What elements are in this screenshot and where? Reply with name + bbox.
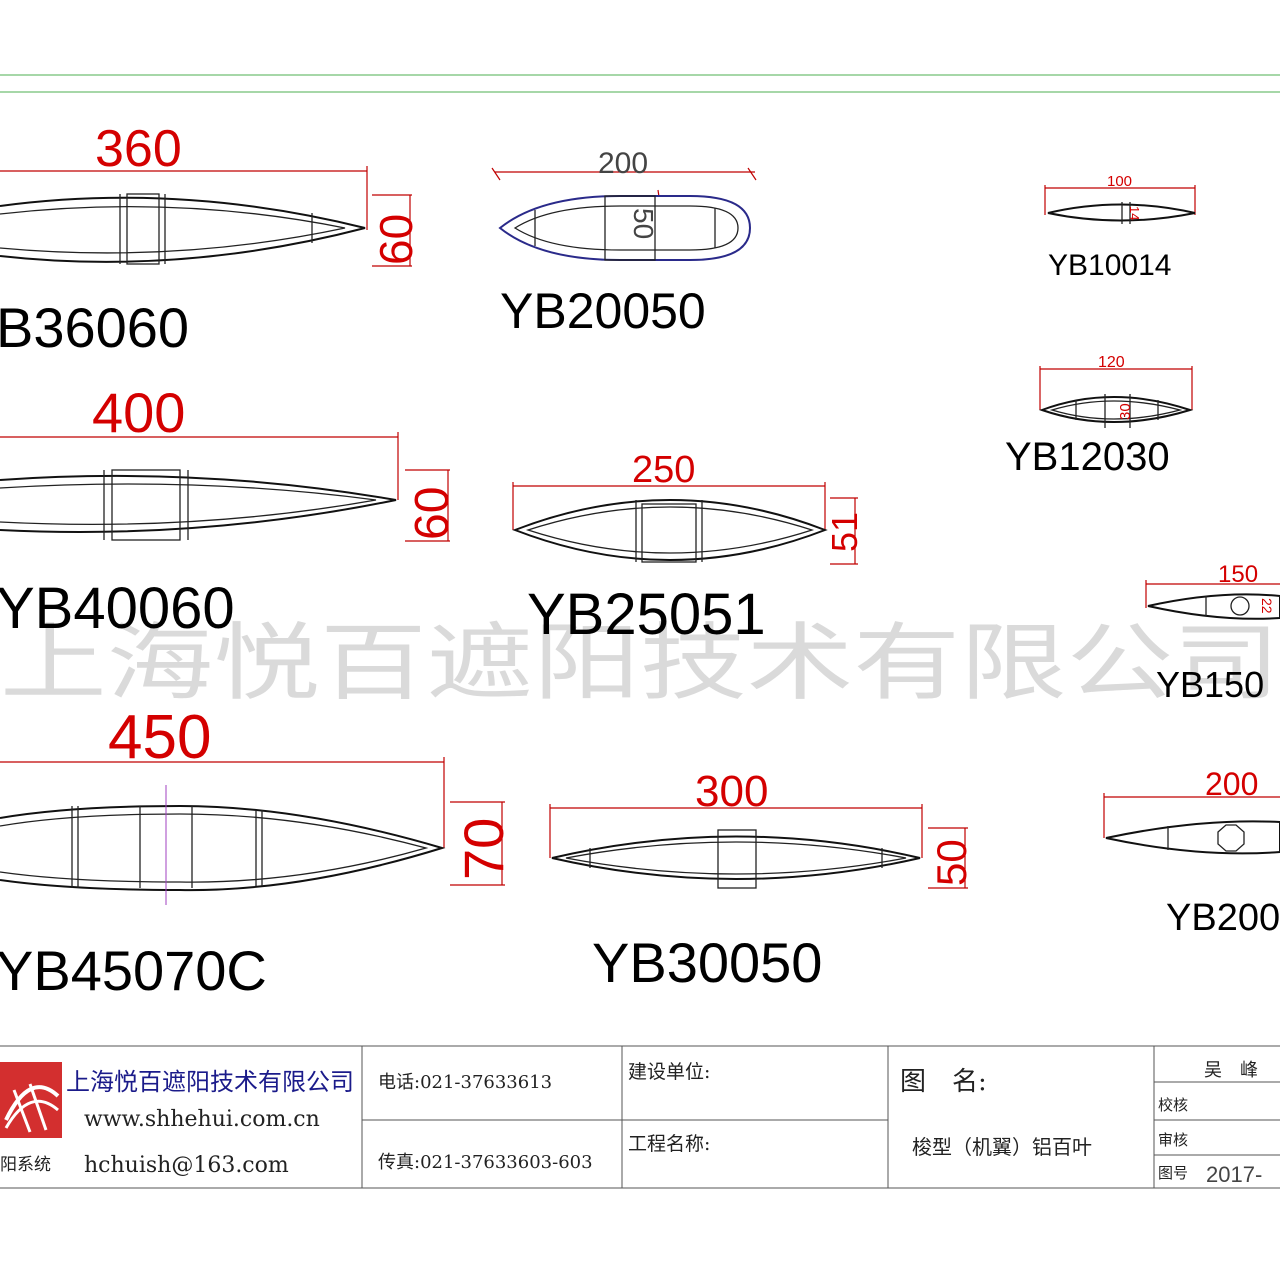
profile-b36060: 360 60 B36060 — [0, 120, 422, 359]
height-label: 50 — [628, 208, 659, 239]
height-label: 60 — [406, 487, 459, 540]
drawing-name: 梭型（机翼）铝百叶 — [912, 1135, 1092, 1159]
fax: 传真:021-37633603-603 — [378, 1152, 593, 1173]
model-label: YB150 — [1156, 664, 1264, 705]
width-label: 400 — [92, 381, 185, 444]
width-label: 250 — [632, 449, 695, 491]
profile-yb25051: 250 51 YB25051 — [512, 449, 865, 647]
model-label: B36060 — [0, 296, 189, 359]
model-label: YB30050 — [592, 931, 822, 994]
drawing-no-label: 图号 — [1158, 1164, 1188, 1182]
profile-outline — [498, 195, 752, 261]
profile-outline — [512, 499, 828, 561]
model-label: YB200 — [1166, 897, 1280, 939]
drawing-name-label: 图 名: — [900, 1067, 987, 1097]
profile-outline — [0, 196, 366, 263]
profile-yb150: 150 22 YB150 — [1145, 561, 1280, 705]
construction-unit-label: 建设单位: — [628, 1061, 710, 1083]
company-logo — [0, 1062, 62, 1138]
model-label: YB45070C — [0, 939, 267, 1002]
height-label: 14 — [1127, 206, 1142, 220]
height-label: 22 — [1259, 598, 1275, 614]
width-label: 200 — [1205, 766, 1258, 802]
width-label: 200 — [598, 147, 648, 180]
profile-outline — [1105, 820, 1280, 855]
drawing-no: 2017- — [1206, 1162, 1262, 1187]
company-website: www.shhehui.com.cn — [84, 1107, 320, 1132]
phone: 电话:021-37633613 — [378, 1072, 552, 1093]
company-email: hchuish@163.com — [84, 1153, 289, 1178]
review-label: 审核 — [1158, 1131, 1188, 1149]
watermark: 上海悦百遮阳技术有限公司 — [0, 614, 1280, 712]
model-label: YB10014 — [1048, 249, 1171, 282]
profile-outline — [551, 835, 921, 880]
width-label: 120 — [1098, 354, 1125, 371]
height-label: 60 — [370, 214, 422, 265]
profile-yb30050: 300 50 YB30050 — [549, 767, 975, 994]
profile-yb40060: 400 60 YB40060 — [0, 381, 459, 641]
title-block: 阳系统 上海悦百遮阳技术有限公司 www.shhehui.com.cn hchu… — [0, 1045, 1280, 1189]
profile-yb20050: 200 50 YB20050 — [491, 147, 757, 339]
height-label: 51 — [824, 512, 865, 552]
height-label: 70 — [452, 818, 515, 880]
system-label: 阳系统 — [0, 1155, 51, 1175]
width-label: 360 — [95, 120, 182, 178]
model-label: YB25051 — [527, 582, 766, 647]
profile-yb200: 200 YB200 — [1103, 766, 1280, 939]
company-name: 上海悦百遮阳技术有限公司 — [66, 1068, 354, 1096]
project-name-label: 工程名称: — [628, 1133, 710, 1155]
height-label: 50 — [928, 839, 975, 886]
profile-yb10014: 100 14 YB10014 — [1044, 173, 1196, 282]
model-label: YB12030 — [1005, 435, 1170, 479]
profile-outline — [0, 474, 397, 533]
model-label: YB40060 — [0, 576, 235, 641]
width-label: 450 — [108, 703, 211, 772]
height-label: 30 — [1117, 403, 1134, 420]
check-label: 校核 — [1158, 1096, 1188, 1114]
width-label: 300 — [695, 767, 768, 816]
width-label: 150 — [1218, 561, 1258, 588]
profile-yb45070c: 450 70 YB45070C — [0, 703, 515, 1002]
model-label: YB20050 — [500, 283, 706, 339]
profile-yb12030: 120 30 YB12030 — [1005, 354, 1194, 479]
person-name: 吴 峰 — [1204, 1060, 1258, 1081]
width-label: 100 — [1107, 173, 1132, 190]
